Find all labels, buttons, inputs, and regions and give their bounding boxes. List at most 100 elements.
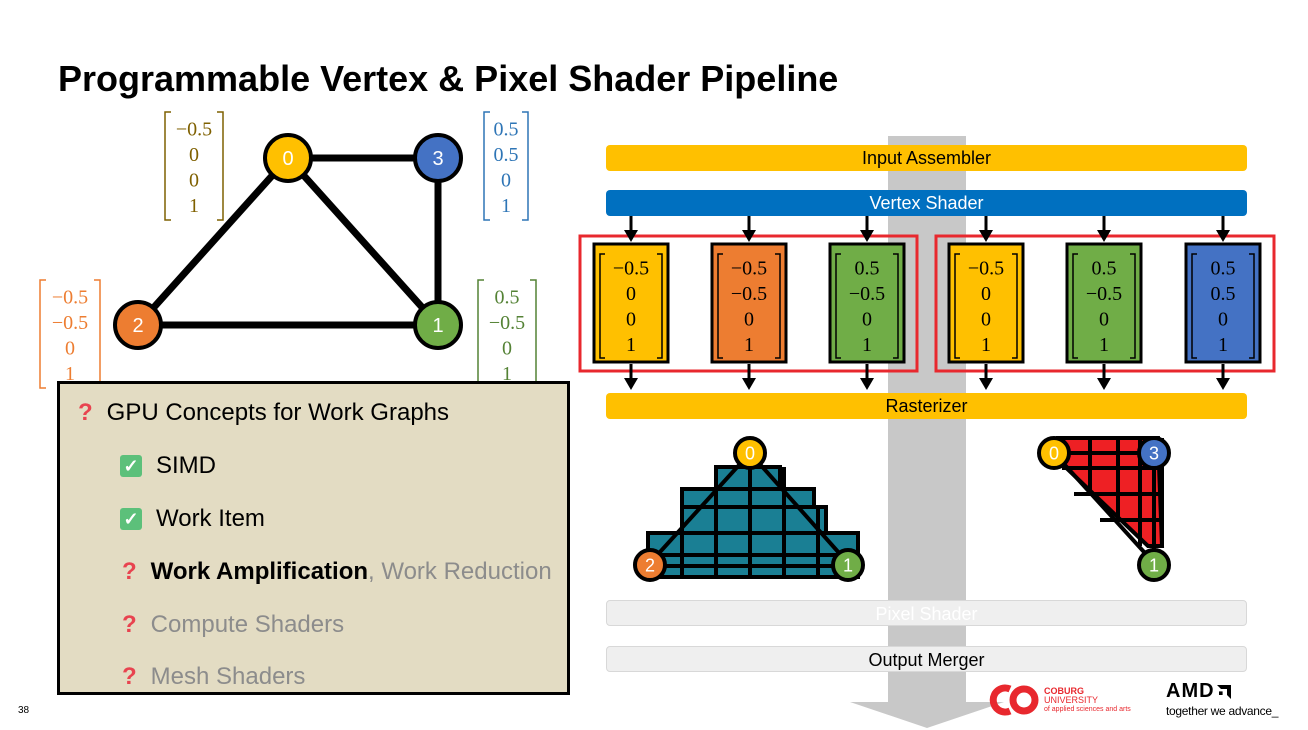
output-value: −0.5 — [731, 258, 767, 280]
flow-arrow — [1097, 216, 1111, 242]
slide-title: Programmable Vertex & Pixel Shader Pipel… — [58, 58, 839, 99]
vertex-label: 2 — [645, 555, 655, 575]
vertex-node-2: 2 — [633, 548, 667, 582]
matrix-value: 1 — [189, 195, 199, 217]
question-icon: ? — [122, 663, 137, 690]
concept-label: SIMD — [156, 452, 216, 479]
concept-label: Work Amplification — [150, 558, 369, 585]
concepts-panel: ? GPU Concepts for Work Graphs ✓ SIMD ✓ … — [57, 381, 570, 695]
stage-input-assembler: Input Assembler — [606, 145, 1247, 171]
concept-label-extra: , Work Reduction — [368, 558, 552, 585]
flow-arrow — [742, 216, 756, 242]
vertex-label: 3 — [432, 148, 443, 170]
vertex-node-0: 0 — [733, 436, 767, 470]
flow-arrow — [860, 364, 874, 390]
concept-item-work-amplification: ? Work Amplification, Work Reduction — [122, 558, 552, 586]
output-value: 0 — [1099, 309, 1109, 331]
stage-output-merger: Output Merger — [606, 646, 1247, 672]
vertex-output-5: 0.50.501 — [1184, 242, 1262, 364]
flow-arrow — [1216, 364, 1230, 390]
matrix-value: 0 — [65, 338, 75, 360]
matrix-value: 0.5 — [494, 119, 519, 141]
amd-wordmark: AMD — [1166, 680, 1215, 702]
question-icon: ? — [122, 558, 137, 585]
matrix-value: 0 — [189, 144, 199, 166]
output-value: 1 — [981, 334, 991, 356]
matrix-value: 0.5 — [494, 144, 519, 166]
vertex-node-1: 1 — [1137, 548, 1171, 582]
coburg-line2: UNIVERSITY — [1044, 694, 1099, 705]
flow-arrow — [860, 216, 874, 242]
output-value: 0.5 — [1092, 258, 1117, 280]
vertex-node-1: 1 — [831, 548, 865, 582]
output-value: 1 — [862, 334, 872, 356]
flow-arrow — [979, 216, 993, 242]
matrix-value: 0.5 — [495, 287, 520, 309]
concept-label: Mesh Shaders — [150, 663, 306, 690]
vertex-label: 3 — [1149, 443, 1159, 463]
concepts-heading-row: ? GPU Concepts for Work Graphs — [78, 399, 449, 427]
matrix-value: 0 — [501, 170, 511, 192]
flow-arrow — [624, 216, 638, 242]
vertex-output-4: 0.5−0.501 — [1065, 242, 1143, 364]
output-value: 0 — [981, 283, 991, 305]
matrix-value: 1 — [502, 363, 512, 385]
question-icon: ? — [122, 611, 137, 638]
vertex-label: 2 — [132, 315, 143, 337]
vertex-node-0: 0 — [263, 133, 313, 183]
concept-label: Work Item — [156, 505, 265, 532]
rasterized-triangle-a — [646, 451, 860, 579]
flow-arrow — [624, 364, 638, 390]
flow-arrow — [1097, 364, 1111, 390]
concept-item-mesh-shaders: ? Mesh Shaders — [122, 663, 305, 691]
output-value: 0.5 — [855, 258, 880, 280]
vertex-node-1: 1 — [413, 300, 463, 350]
vertex-3-coords: 0.5 0.5 0 1 — [483, 111, 529, 221]
concept-item-simd: ✓ SIMD — [120, 452, 216, 480]
vertex-output-1: −0.5−0.501 — [710, 242, 788, 364]
check-icon: ✓ — [120, 508, 142, 530]
vertex-0-coords: −0.5 0 0 1 — [164, 111, 224, 221]
output-value: 0 — [744, 309, 754, 331]
mesh-graph — [135, 154, 442, 329]
vertex-node-3: 3 — [1137, 436, 1171, 470]
vertex-label: 0 — [1049, 443, 1059, 463]
amd-arrow-icon — [1216, 684, 1231, 699]
vertex-label: 0 — [745, 443, 755, 463]
vertex-node-3: 3 — [413, 133, 463, 183]
check-icon: ✓ — [120, 455, 142, 477]
stage-vertex-shader: Vertex Shader — [606, 190, 1247, 216]
matrix-value: 1 — [501, 195, 511, 217]
amd-tagline: together we advance_ — [1166, 704, 1279, 718]
matrix-value: −0.5 — [52, 287, 88, 309]
output-value: 1 — [744, 334, 754, 356]
matrix-value: 0 — [502, 338, 512, 360]
output-value: 0.5 — [1211, 258, 1236, 280]
vertex-label: 0 — [282, 148, 293, 170]
matrix-value: −0.5 — [52, 312, 88, 334]
question-icon: ? — [78, 399, 93, 426]
output-value: 1 — [626, 334, 636, 356]
output-value: 0 — [981, 309, 991, 331]
output-value: 1 — [1218, 334, 1228, 356]
vertex-output-2: 0.5−0.501 — [828, 242, 906, 364]
concept-item-compute-shaders: ? Compute Shaders — [122, 611, 344, 639]
matrix-value: 0 — [189, 170, 199, 192]
pipeline-flow-arrow — [850, 136, 1004, 728]
vertex-label: 1 — [1149, 555, 1159, 575]
amd-logo: AMD together we advance_ — [1166, 680, 1278, 718]
output-value: −0.5 — [968, 258, 1004, 280]
coburg-co-icon — [989, 684, 1039, 716]
vertex-label: 1 — [432, 315, 443, 337]
vertex-1-coords: 0.5 −0.5 0 1 — [477, 279, 537, 389]
output-value: −0.5 — [1086, 283, 1122, 305]
concept-label: Compute Shaders — [150, 611, 345, 638]
concept-item-work-item: ✓ Work Item — [120, 505, 265, 533]
coburg-line3: of applied sciences and arts — [1044, 705, 1131, 713]
stage-pixel-shader: Pixel Shader — [606, 600, 1247, 626]
matrix-value: −0.5 — [489, 312, 525, 334]
matrix-value: −0.5 — [176, 119, 212, 141]
output-value: −0.5 — [849, 283, 885, 305]
